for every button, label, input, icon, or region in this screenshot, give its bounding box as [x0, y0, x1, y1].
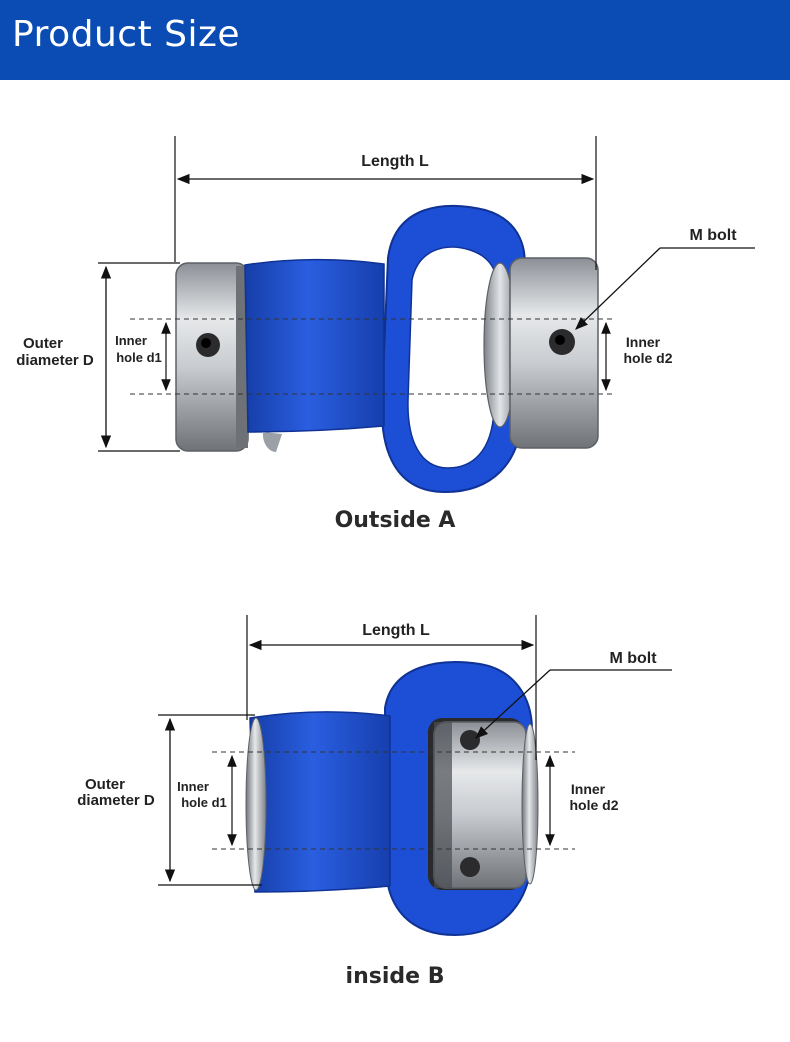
- blue-coupling-body: [244, 204, 526, 494]
- outer-diameter-dimension: Outer diameter D: [16, 262, 180, 452]
- caption-inside: inside B: [345, 964, 445, 989]
- set-screw-icon: [460, 730, 480, 750]
- inner-hole-d2-dimension: Inner hole d2: [601, 321, 673, 392]
- length-dimension: Length L: [174, 136, 597, 270]
- caption-outside: Outside A: [334, 508, 456, 533]
- inner-hole-d2-label-2: hole d2: [569, 797, 618, 813]
- outer-diameter-dimension: Outer diameter D: [77, 714, 262, 886]
- m-bolt-callout: M bolt: [575, 227, 755, 330]
- inner-hole-d1-label-2: hole d1: [181, 795, 227, 810]
- inner-hole-d1-label-1: Inner: [115, 333, 147, 348]
- length-label: Length L: [362, 622, 430, 639]
- length-dimension: Length L: [246, 615, 537, 760]
- inner-hole-d1-dimension: Inner hole d1: [177, 754, 237, 847]
- inner-hole-d2-label-1: Inner: [571, 781, 606, 797]
- inner-clamp-collar: [428, 718, 539, 890]
- right-clamp-collar: [483, 257, 599, 449]
- set-screw-icon: [460, 857, 480, 877]
- outer-diameter-label-2: diameter D: [16, 352, 94, 369]
- outer-diameter-label-1: Outer: [85, 776, 125, 793]
- inner-hole-d2-label-1: Inner: [626, 334, 661, 350]
- inner-hole-guide-lines: [212, 751, 575, 850]
- coupling-outside-diagram: Length L Outer diameter D Inner hole d1 …: [16, 136, 755, 494]
- coupling-inside-diagram: Length L Outer diameter D Inner hole d1 …: [77, 615, 672, 937]
- inner-hole-d1-dimension: Inner hole d1: [115, 321, 171, 392]
- header-bar: Product Size: [0, 0, 790, 80]
- m-bolt-callout: M bolt: [475, 650, 672, 739]
- inner-hole-d2-label-2: hole d2: [623, 350, 672, 366]
- length-label: Length L: [361, 153, 429, 170]
- left-clamp-collar: [175, 262, 249, 452]
- m-bolt-label: M bolt: [609, 650, 657, 667]
- outer-diameter-label-1: Outer: [23, 335, 63, 352]
- m-bolt-label: M bolt: [689, 227, 737, 244]
- outer-diameter-label-2: diameter D: [77, 792, 155, 809]
- inner-hole-d1-label-2: hole d1: [116, 350, 162, 365]
- page-title: Product Size: [12, 14, 241, 55]
- inner-hole-d2-dimension: Inner hole d2: [545, 754, 619, 847]
- inner-hole-d1-label-1: Inner: [177, 779, 209, 794]
